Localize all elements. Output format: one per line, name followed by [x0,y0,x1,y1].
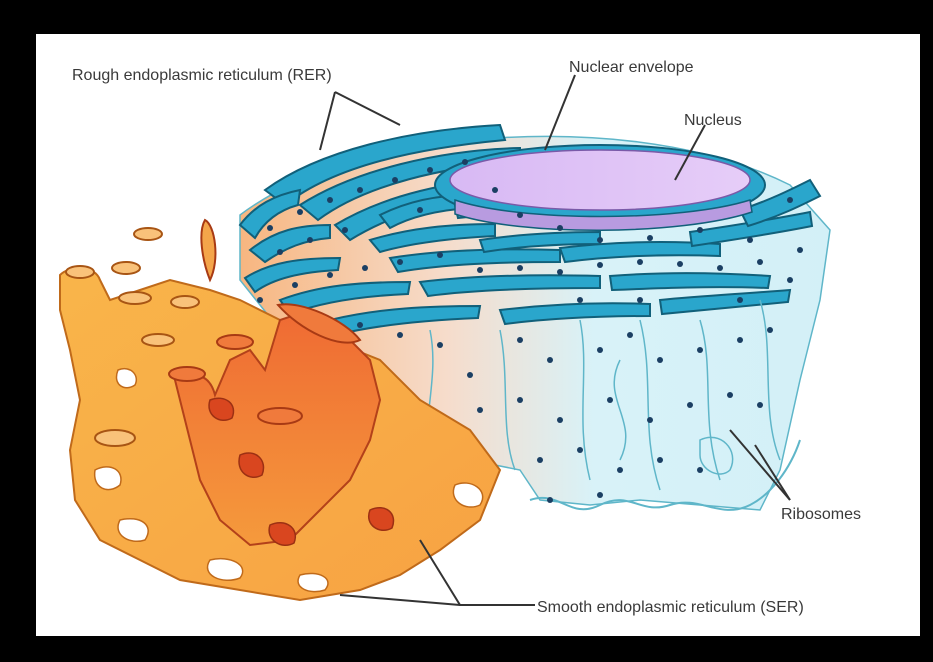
label-ribosomes: Ribosomes [781,506,861,523]
label-nucleus: Nucleus [684,112,742,129]
label-rer: Rough endoplasmic reticulum (RER) [72,67,332,84]
label-ser: Smooth endoplasmic reticulum (SER) [537,599,804,616]
label-nuclear-envelope: Nuclear envelope [569,59,694,76]
nucleus [450,150,750,210]
